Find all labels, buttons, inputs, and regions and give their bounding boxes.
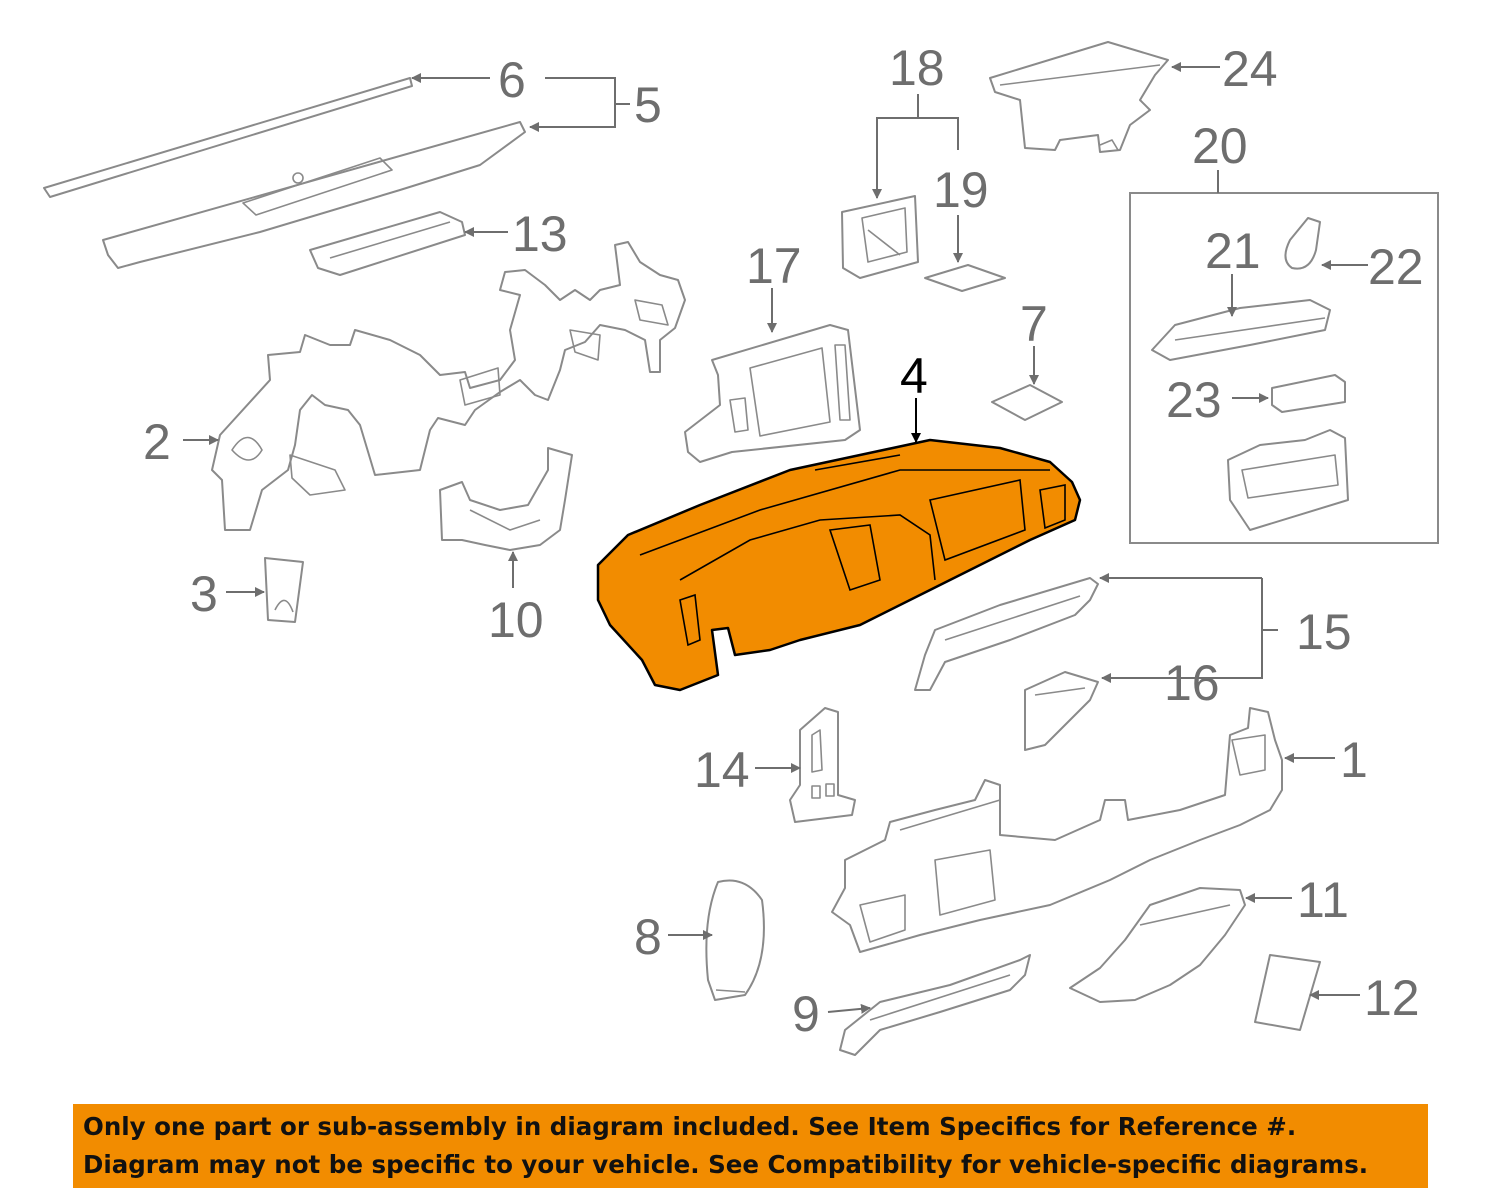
callout-16: 16 <box>1164 655 1220 711</box>
callout-7: 7 <box>1020 296 1048 352</box>
disclaimer-line-2: Diagram may not be specific to your vehi… <box>83 1150 1369 1179</box>
part-8-end-cap <box>705 879 765 1001</box>
callout-15: 15 <box>1296 604 1352 660</box>
part-3-bracket <box>264 557 304 623</box>
callout-11: 11 <box>1297 872 1349 928</box>
part-24-storage-bin <box>989 41 1169 153</box>
part-10-duct <box>439 447 573 551</box>
callout-14: 14 <box>694 742 750 798</box>
disclaimer-line-1: Only one part or sub-assembly in diagram… <box>83 1112 1297 1141</box>
callout-3: 3 <box>190 566 218 622</box>
part-19-pad <box>924 264 1006 292</box>
callout-5: 5 <box>634 77 662 133</box>
callout-1: 1 <box>1340 732 1368 788</box>
callout-20: 20 <box>1192 118 1248 174</box>
callout-6: 6 <box>498 52 526 108</box>
part-13-grille-panel <box>309 211 466 276</box>
callout-24: 24 <box>1222 41 1278 97</box>
part-4-instrument-panel <box>596 438 1082 692</box>
callout-17: 17 <box>746 238 802 294</box>
part-2-cross-car-beam <box>211 241 686 531</box>
part-14-side-bracket <box>789 707 856 823</box>
part-6-defrost-strip <box>43 77 413 198</box>
part-1-lower-structure <box>831 707 1283 953</box>
callout-13: 13 <box>512 206 568 262</box>
callout-8: 8 <box>634 909 662 965</box>
part-5-upper-trim-panel <box>102 121 526 269</box>
part-16-glove-box-bin <box>1024 671 1099 751</box>
part-11-knee-panel <box>1069 887 1246 1003</box>
callout-18: 18 <box>889 40 945 96</box>
callout-12: 12 <box>1364 970 1420 1026</box>
callout-21: 21 <box>1205 223 1261 279</box>
part-15-glove-box-door <box>914 577 1099 691</box>
callout-10: 10 <box>488 592 544 648</box>
callout-22: 22 <box>1368 239 1424 295</box>
callout-23: 23 <box>1166 372 1222 428</box>
callout-9: 9 <box>792 986 820 1042</box>
disclaimer-banner: Only one part or sub-assembly in diagram… <box>73 1104 1428 1188</box>
callout-19: 19 <box>933 162 989 218</box>
part-12-trim-plate <box>1254 954 1321 1031</box>
callout-2: 2 <box>143 414 171 470</box>
part-17-center-bezel <box>684 324 861 463</box>
part-9-lower-trim <box>839 954 1031 1056</box>
part-7-sensor-pad <box>991 384 1063 421</box>
callouts: 1 2 3 4 5 6 7 8 9 10 11 12 13 14 15 16 1… <box>143 40 1424 1042</box>
part-20-group-box <box>1129 192 1439 544</box>
leader-lines <box>183 62 1368 1014</box>
callout-4: 4 <box>900 348 928 404</box>
part-18-vent-outlet <box>841 195 919 279</box>
